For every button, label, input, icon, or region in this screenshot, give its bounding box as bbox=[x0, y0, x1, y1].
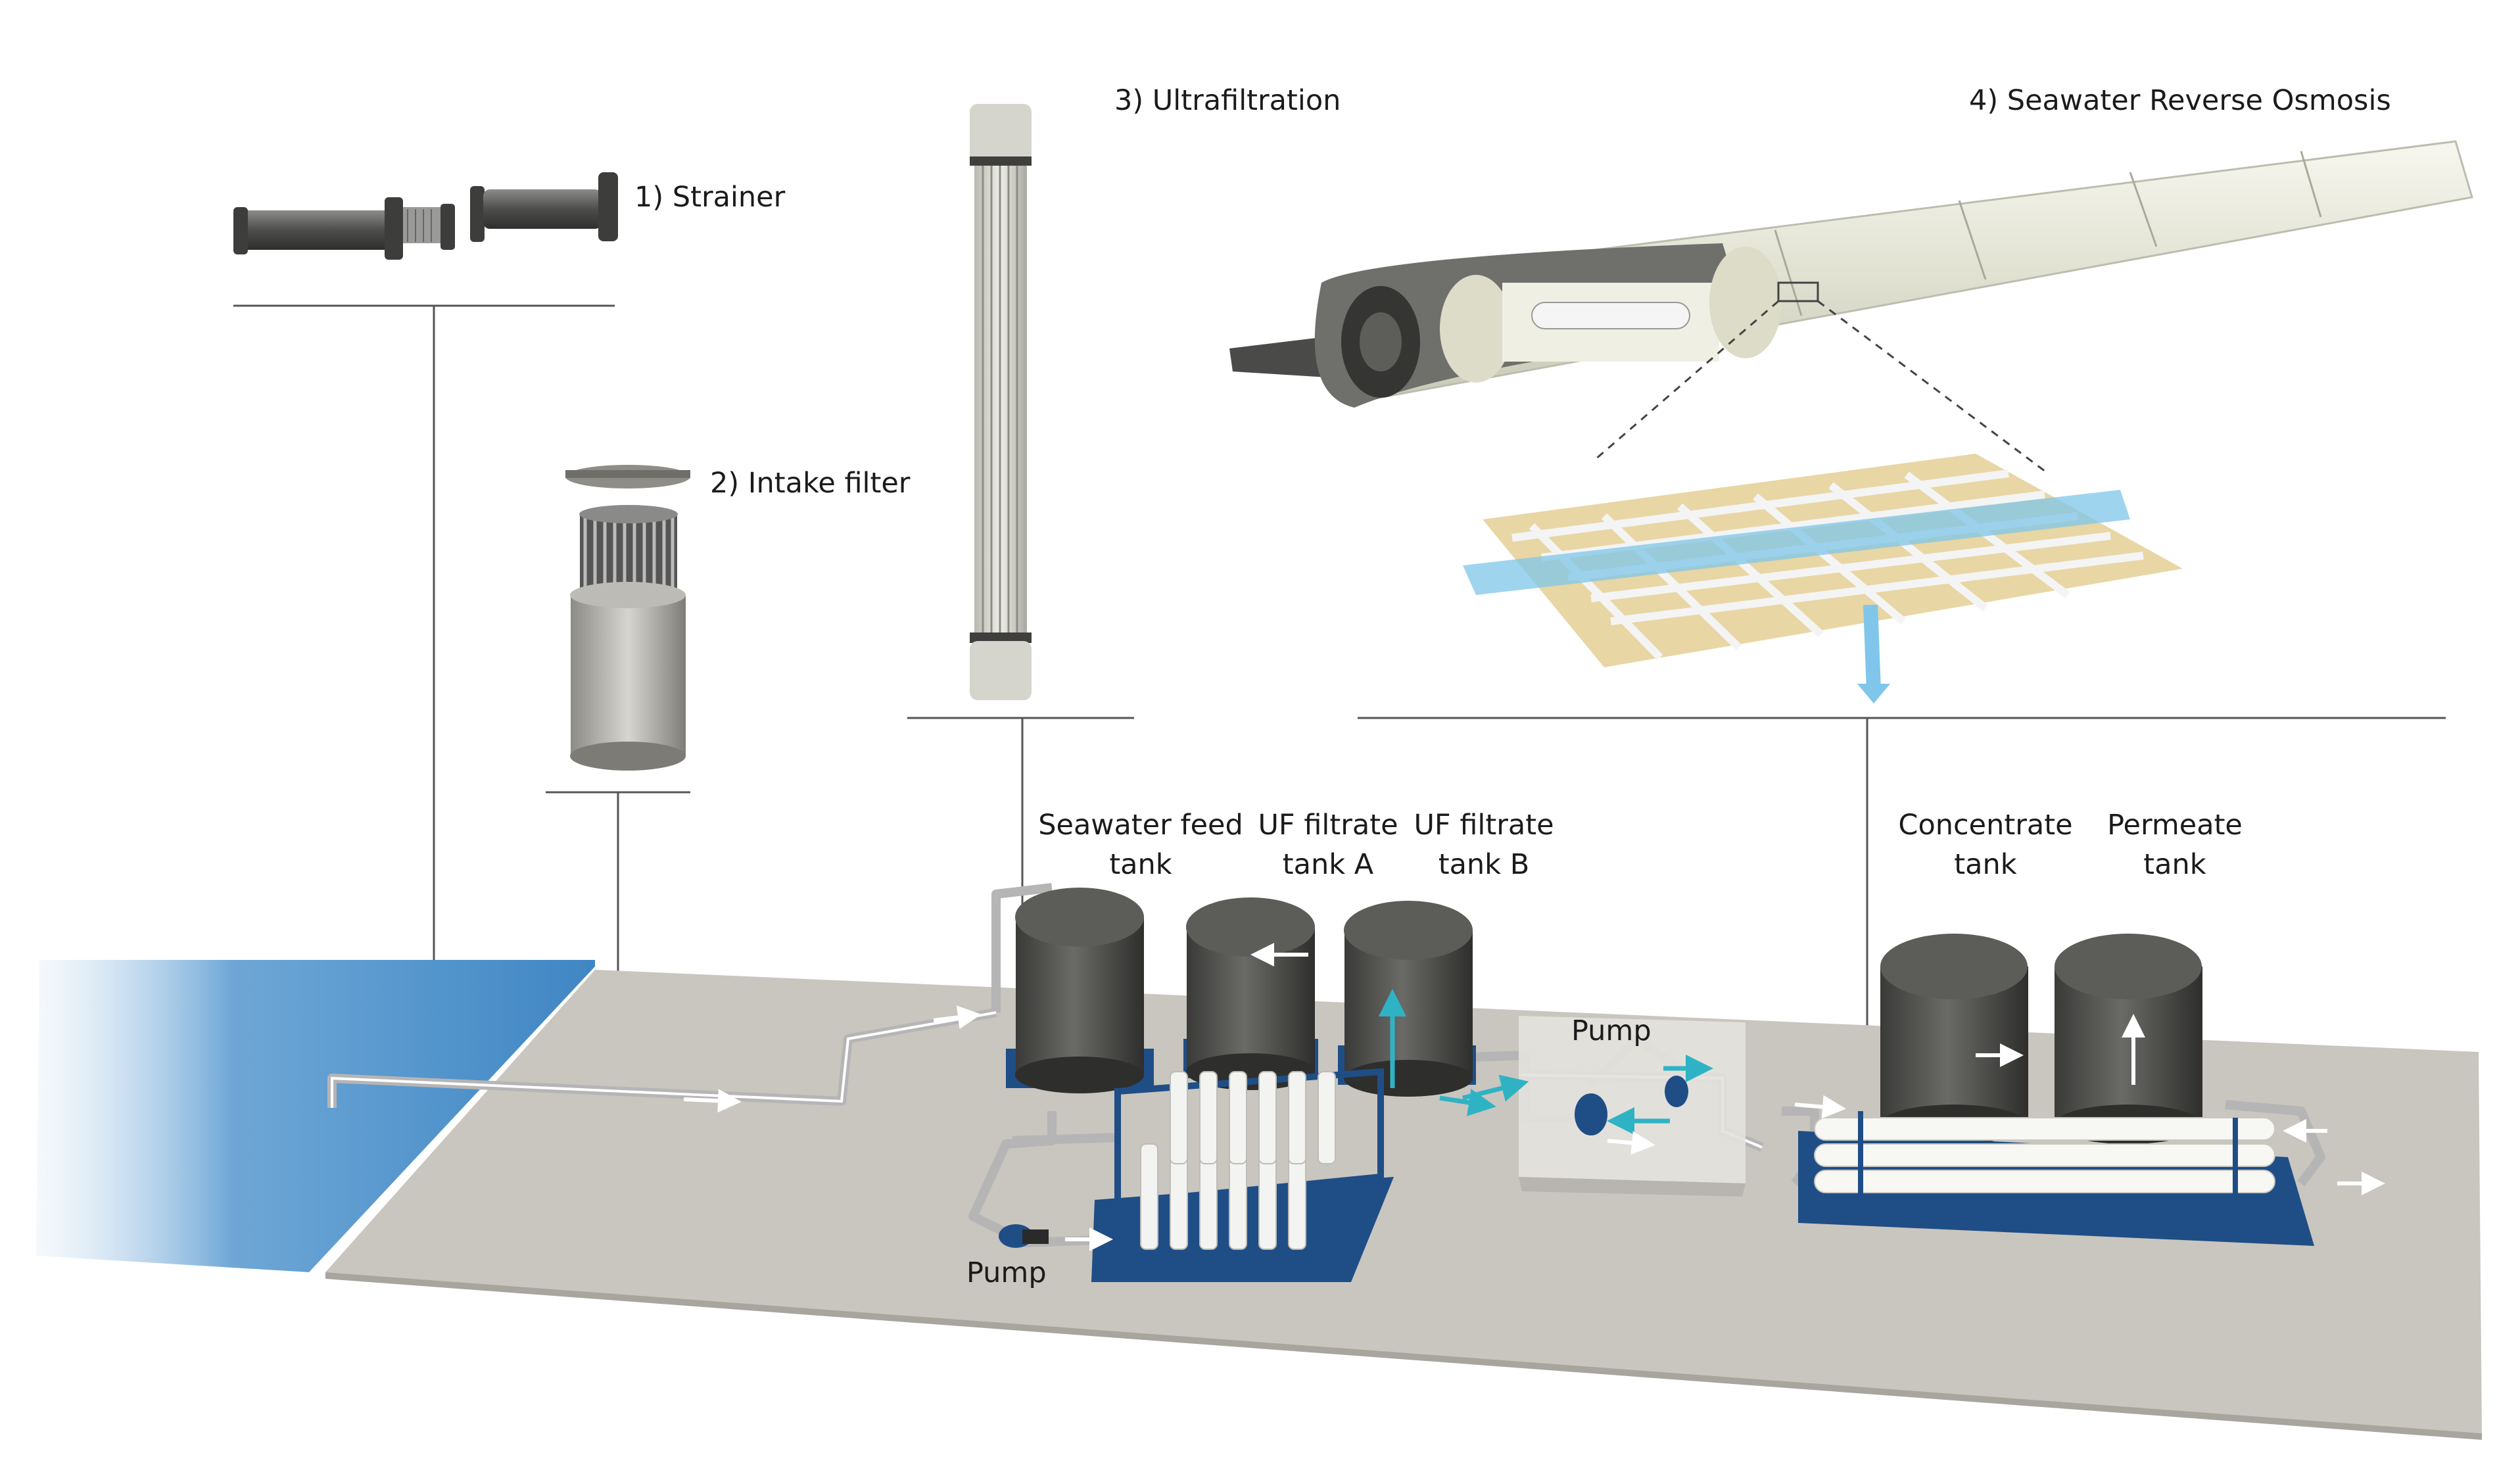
membrane-spacer-detail bbox=[1463, 454, 2183, 703]
tank-label-uf-filtrate-a: UF filtrate tank A bbox=[1258, 805, 1398, 884]
tank-label-seawater-feed: Seawater feed tank bbox=[1038, 805, 1243, 884]
uf-membrane-module-icon bbox=[970, 104, 1032, 700]
tank-label-line: tank A bbox=[1282, 848, 1374, 881]
uf-filtrate-tank-a-shape bbox=[1183, 897, 1318, 1090]
strainer-pipe-icon bbox=[233, 172, 618, 260]
ro-skid bbox=[1798, 1111, 2314, 1246]
uf-filtrate-tank-b-shape bbox=[1338, 901, 1476, 1097]
tank-label-line: Concentrate bbox=[1898, 809, 2073, 842]
pump-left-shape bbox=[999, 1224, 1049, 1248]
tank-label-line: Permeate bbox=[2107, 809, 2243, 842]
sea-water bbox=[36, 960, 595, 1272]
pump-label-left: Pump bbox=[966, 1256, 1047, 1289]
flow-arrow-icon bbox=[1439, 1089, 1496, 1116]
tank-label-line: Seawater feed bbox=[1038, 809, 1243, 842]
permeate-tank-shape bbox=[2055, 934, 2202, 1144]
white-flow-arrows bbox=[683, 943, 2385, 1251]
uf-skid bbox=[1091, 1068, 1394, 1282]
tanks bbox=[1006, 888, 2202, 1144]
ro-pressure-vessel-icon bbox=[1229, 140, 2473, 475]
tank-label-line: tank B bbox=[1438, 848, 1530, 881]
stage-label-swro: 4) Seawater Reverse Osmosis bbox=[1969, 84, 2391, 117]
tank-label-line: UF filtrate bbox=[1258, 809, 1398, 842]
tank-label-concentrate: Concentrate tank bbox=[1898, 805, 2072, 884]
stage-label-intake-filter: 2) Intake filter bbox=[710, 467, 911, 500]
intake-filter-icon bbox=[565, 465, 690, 771]
tank-label-line: UF filtrate bbox=[1414, 809, 1554, 842]
flow-arrows bbox=[1379, 989, 1713, 1135]
tank-label-line: tank bbox=[2143, 848, 2206, 881]
tank-label-line: tank bbox=[1954, 848, 2017, 881]
stage-label-ultrafiltration: 3) Ultrafiltration bbox=[1114, 84, 1341, 117]
stage-label-strainer: 1) Strainer bbox=[634, 181, 786, 214]
seawater-feed-tank-shape bbox=[1006, 888, 1154, 1093]
tank-label-permeate: Permeate tank bbox=[2107, 805, 2243, 884]
tank-label-uf-filtrate-b: UF filtrate tank B bbox=[1414, 805, 1554, 884]
concentrate-tank-shape bbox=[1880, 934, 2028, 1144]
tank-label-line: tank bbox=[1109, 848, 1172, 881]
pump-label-center: Pump bbox=[1571, 1014, 1652, 1047]
